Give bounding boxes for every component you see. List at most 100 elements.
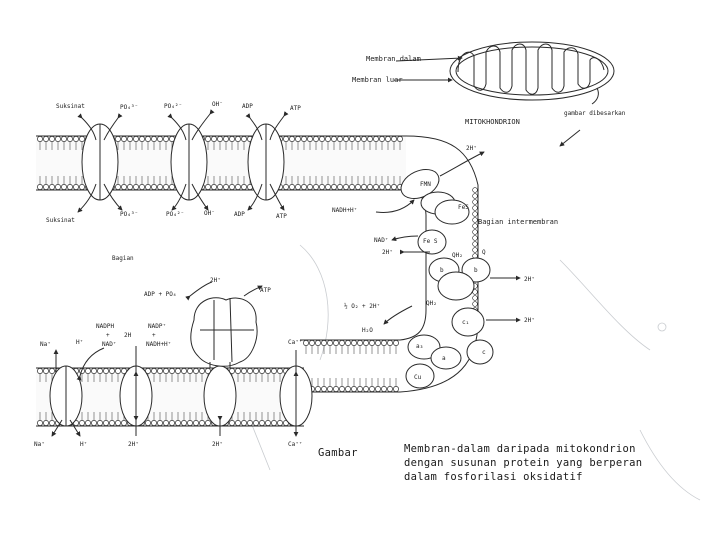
lipid-head xyxy=(79,420,84,425)
lipid-head xyxy=(473,224,478,229)
lipid-head xyxy=(301,184,306,189)
lipid-head xyxy=(319,184,324,189)
lipid-head xyxy=(133,184,138,189)
lipid-head xyxy=(229,420,234,425)
lipid-head xyxy=(43,420,48,425)
lipid-head xyxy=(241,184,246,189)
lipid-head xyxy=(339,386,344,391)
lipid-head xyxy=(313,184,318,189)
lipid-head xyxy=(385,184,390,189)
lipid-head xyxy=(253,368,258,373)
lipid-head xyxy=(321,340,326,345)
lipid-head xyxy=(67,184,72,189)
transhydrogenase-two-h: 2H xyxy=(124,332,132,339)
lipid-head xyxy=(211,184,216,189)
lipid-head xyxy=(387,386,392,391)
lipid-head xyxy=(121,184,126,189)
atp-synthase-adp-po4: ADP + PO₄ xyxy=(144,291,177,298)
atp-synthase-h-out: 2H⁺ xyxy=(212,441,223,448)
lipid-head xyxy=(79,184,84,189)
h-label-bottom: H⁺ xyxy=(80,441,87,448)
lipid-head xyxy=(169,420,174,425)
lipid-head xyxy=(339,340,344,345)
lipid-head xyxy=(121,420,126,425)
top-label-adp: ADP xyxy=(242,103,253,110)
lipid-head xyxy=(151,420,156,425)
lipid-head xyxy=(85,368,90,373)
caption-line1: Membran-dalam daripada mitokondrion xyxy=(404,443,636,455)
lipid-head xyxy=(265,368,270,373)
lipid-head xyxy=(307,184,312,189)
lipid-head xyxy=(43,184,48,189)
lipid-head xyxy=(217,184,222,189)
ca-label-top: Ca⁺⁺ xyxy=(288,339,302,346)
lipid-head xyxy=(283,136,288,141)
lipid-head xyxy=(139,136,144,141)
lipid-head xyxy=(205,420,210,425)
lipid-head xyxy=(217,136,222,141)
lipid-head xyxy=(357,386,362,391)
lipid-head xyxy=(381,386,386,391)
lipid-head xyxy=(321,386,326,391)
lipid-head xyxy=(109,368,114,373)
lipid-head xyxy=(397,136,402,141)
atp-synthase-h-in: 2H⁺ xyxy=(210,277,221,284)
lipid-head xyxy=(49,420,54,425)
chain-a: a xyxy=(442,355,446,362)
lipid-head xyxy=(363,340,368,345)
lipid-head xyxy=(367,184,372,189)
lipid-head xyxy=(473,200,478,205)
lipid-head xyxy=(473,242,478,247)
bottom-label-po4-2: PO₄²⁻ xyxy=(166,211,184,218)
lipid-head xyxy=(277,420,282,425)
lipid-head xyxy=(355,136,360,141)
lipid-head xyxy=(235,184,240,189)
chain-nadh: NADH+H⁺ xyxy=(332,207,357,214)
lipid-head xyxy=(187,420,192,425)
lipid-head xyxy=(277,368,282,373)
caption-line2: dengan susunan protein yang berperan xyxy=(404,457,642,469)
lipid-head xyxy=(151,368,156,373)
lipid-head xyxy=(387,340,392,345)
lipid-head xyxy=(61,184,66,189)
lipid-head xyxy=(289,184,294,189)
mitochondrion-inset xyxy=(394,42,614,146)
lipid-head xyxy=(327,386,332,391)
lipid-head xyxy=(247,368,252,373)
caption-gambar: Gambar xyxy=(318,447,358,459)
transhydrogenase-nad: NAD⁺ xyxy=(102,341,116,348)
lipid-head xyxy=(115,368,120,373)
lipid-head xyxy=(49,136,54,141)
lipid-head xyxy=(385,136,390,141)
chain-fmn: FMN xyxy=(420,181,431,188)
mitochondrion-name-label: MITOKHONDRION xyxy=(465,118,520,126)
lipid-head xyxy=(55,136,60,141)
lipid-head xyxy=(43,368,48,373)
lipid-head xyxy=(103,420,108,425)
lipid-head xyxy=(295,136,300,141)
top-label-succinate: Suksinat xyxy=(56,103,85,110)
top-transporters xyxy=(78,114,284,212)
caption-line3: dalam fosforilasi oksidatif xyxy=(404,471,583,483)
lipid-head xyxy=(319,136,324,141)
lipid-head xyxy=(199,420,204,425)
lipid-head xyxy=(55,184,60,189)
lipid-head xyxy=(393,386,398,391)
lipid-head xyxy=(151,136,156,141)
lipid-head xyxy=(211,136,216,141)
top-label-oh: OH⁻ xyxy=(212,101,223,108)
lipid-head xyxy=(73,184,78,189)
lipid-head xyxy=(363,386,368,391)
lipid-head xyxy=(205,136,210,141)
lipid-head xyxy=(37,368,42,373)
chain-h-out-mid: 2H⁺ xyxy=(524,276,535,283)
lipid-head xyxy=(79,136,84,141)
lipid-head xyxy=(127,184,132,189)
lipid-head xyxy=(331,136,336,141)
lipid-head xyxy=(375,340,380,345)
lipid-head xyxy=(145,420,150,425)
lipid-head xyxy=(133,136,138,141)
inner-membrane-label: Membran dalam xyxy=(366,55,421,63)
